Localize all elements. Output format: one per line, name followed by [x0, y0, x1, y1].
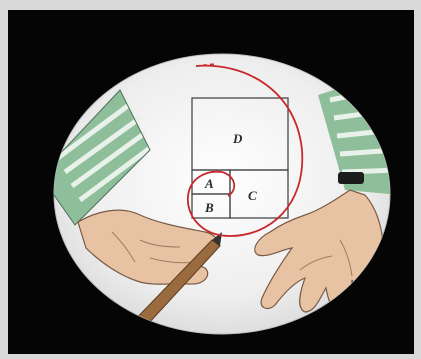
label-b: B [204, 200, 214, 215]
label-a: A [204, 176, 214, 191]
label-c: C [248, 188, 257, 203]
wristwatch [338, 172, 364, 184]
label-d: D [232, 131, 243, 146]
